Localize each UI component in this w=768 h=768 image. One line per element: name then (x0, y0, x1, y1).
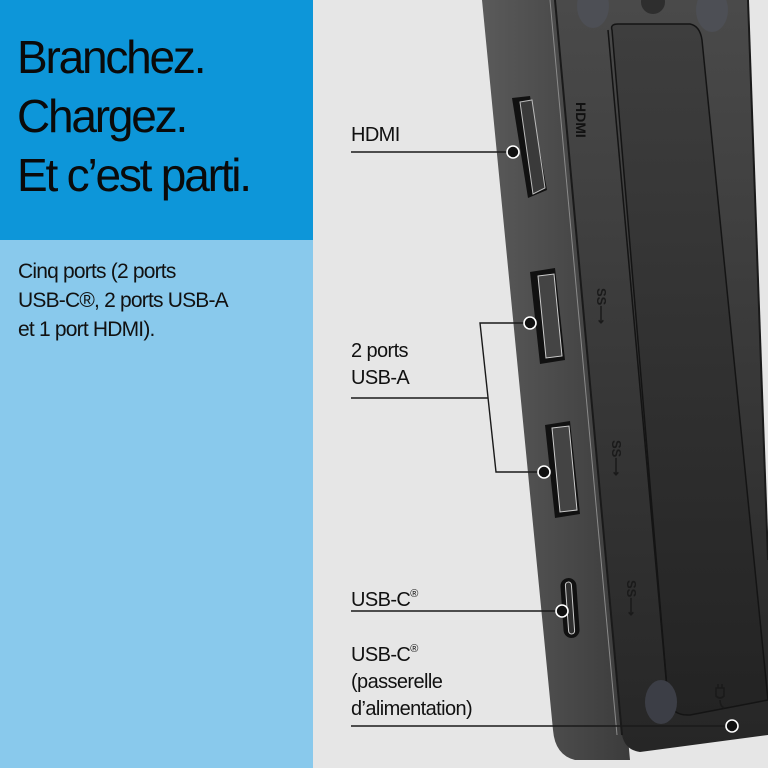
headline-line-1: Branchez. (17, 31, 207, 83)
usb-a-port-1 (530, 268, 565, 364)
callout-lines (351, 151, 732, 727)
usb-a-port-2 (545, 421, 580, 518)
hdmi-label: HDMI (351, 124, 400, 146)
usb-c-power-label-line-1: USB-C® (351, 636, 472, 669)
hdmi-marking: HDMI (573, 102, 589, 138)
description-line-2: USB-C®, 2 ports USB-A (18, 289, 229, 312)
description-line-1: Cinq ports (2 ports (18, 260, 176, 283)
usb-a-label-line-2: USB-A (351, 367, 410, 389)
hdmi-dot (506, 145, 520, 159)
usb-a-1-dot (523, 316, 537, 330)
usb-c-power-label-line-3: d’alimentation) (351, 698, 473, 720)
callout-dots (506, 145, 739, 733)
usb-a-2-dot (537, 465, 551, 479)
usb-c-port (560, 578, 580, 638)
usb-c-power-label-line-2: (passerelle (351, 671, 443, 693)
usb-ss-icon: SS⟶ (594, 288, 609, 324)
description-panel (0, 240, 313, 768)
usb-ss-icon: SS⟶ (609, 440, 624, 476)
registered-mark: ® (410, 588, 418, 600)
headline-line-3: Et c’est parti. (17, 149, 252, 201)
hdmi-port (512, 96, 547, 198)
usb-a-bracket (479, 322, 544, 473)
usb-c-power-label: USB-C® (passerelle d’alimentation) (351, 636, 473, 723)
usb-c-dot (555, 604, 569, 618)
headline-line-2: Chargez. (17, 90, 188, 142)
description-line-3: et 1 port HDMI). (18, 318, 155, 341)
plug-icon (715, 684, 725, 709)
usb-c-power-label-text: USB-C (351, 644, 411, 666)
headline-panel (0, 0, 313, 240)
registered-mark: ® (410, 643, 418, 655)
device-side-face (482, 0, 630, 760)
usb-c-label: USB-C® (351, 581, 418, 614)
usb-a-label: 2 ports USB-A (351, 338, 410, 392)
usb-ss-icon: SS⟶ (624, 580, 639, 616)
usb-c-power-dot (725, 719, 739, 733)
logo-icon (641, 0, 665, 14)
usb-a-label-line-1: 2 ports (351, 340, 409, 362)
usb-c-label-text: USB-C (351, 589, 411, 611)
headline: Branchez. Chargez. Et c’est parti. (17, 28, 252, 205)
ports-description: Cinq ports (2 ports USB-C®, 2 ports USB-… (18, 257, 308, 344)
